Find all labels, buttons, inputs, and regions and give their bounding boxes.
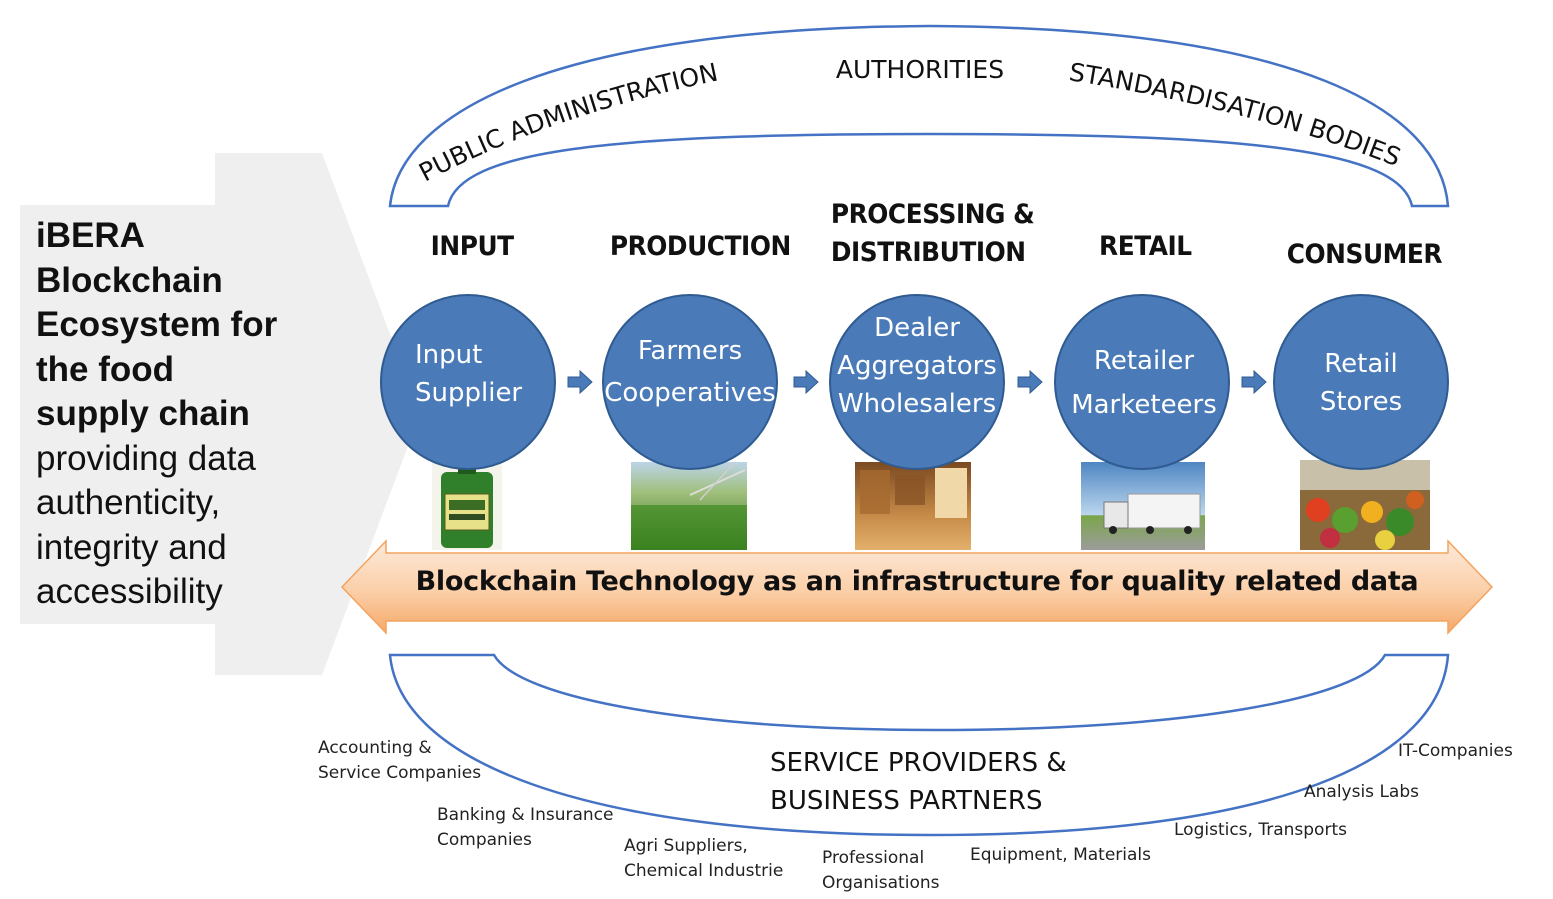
partner-agri-suppliers: Agri Suppliers, Chemical Industrie [624,834,783,884]
circle-farmers-label: Farmers Cooperatives [600,332,780,412]
circle-line: Retail [1324,349,1398,379]
partner-line: Accounting & [318,738,432,758]
bottom-arc [388,653,1450,837]
circle-line: Stores [1319,387,1403,417]
sidebar-description: iBERA Blockchain Ecosystem for the food … [36,214,336,615]
partner-line: Agri Suppliers, [624,836,748,856]
partner-banking: Banking & Insurance Companies [437,803,613,853]
flow-arrow-icon [1017,369,1043,395]
circle-input-supplier-label: Input Supplier [391,336,569,412]
partner-line: Chemical Industrie [624,861,784,881]
sidebar-subtitle-line: providing data [36,438,256,478]
sidebar-subtitle-line: authenticity, [36,483,221,522]
partner-line: Service Companies [318,763,482,783]
stage-circle-farmers-cooperatives [602,294,778,470]
partner-line: IT-Companies [1398,741,1513,761]
partner-line: Companies [437,830,532,850]
partner-line: Organisations [822,873,940,893]
stage-heading-retail: RETAIL [1099,231,1192,262]
circle-line: Farmers [637,336,743,366]
circle-line: Marketeers [1071,390,1217,420]
partner-line: Professional [822,848,925,868]
sidebar-arrow-background [20,153,420,675]
top-arc [388,24,1450,208]
partner-equipment: Equipment, Materials [970,843,1151,868]
stage-circle-retailer-marketeers [1054,294,1230,470]
sidebar-title-line: Blockchain [36,260,223,300]
circle-retailer-label: Retailer Marketeers [1054,342,1234,424]
service-title-line: SERVICE PROVIDERS & [770,748,1067,778]
stage-circle-retail-stores [1273,294,1449,470]
fertilizer-jug-image [432,462,502,550]
sidebar-title-line: iBERA [36,216,145,255]
truck-image [1081,462,1205,550]
partner-logistics: Logistics, Transports [1174,818,1347,843]
partner-analysis-labs: Analysis Labs [1304,780,1419,805]
flow-arrow-icon [793,369,819,395]
partner-line: Equipment, Materials [970,845,1152,865]
circle-line: Supplier [415,378,523,408]
partner-line: Logistics, Transports [1174,820,1347,840]
sidebar-subtitle-line: accessibility [36,572,223,611]
market-stall-image [1300,460,1430,550]
partner-accounting: Accounting & Service Companies [318,736,481,786]
sidebar-title-line: Ecosystem for [36,305,278,344]
circle-dealer-label: Dealer Aggregators Wholesalers [826,309,1008,423]
crop-field-image [631,461,747,550]
standardisation-bodies-label: STANDARDISATION BODIES [1067,57,1405,172]
stage-heading-processing: PROCESSING & DISTRIBUTION [831,196,1035,272]
circle-line: Aggregators [837,351,997,381]
service-providers-title: SERVICE PROVIDERS & BUSINESS PARTNERS [770,744,1067,820]
sidebar-title-line: the food [36,349,175,389]
sidebar-subtitle-line: integrity and [36,527,227,567]
partner-line: Banking & Insurance [437,805,614,825]
sidebar-title-line: supply chain [36,394,250,433]
stage-heading-line: PROCESSING & [830,199,1035,230]
circle-line: Cooperatives [604,378,776,408]
circle-line: Retailer [1093,346,1195,376]
circle-line: Input [415,340,483,370]
stage-circle-input-supplier [380,294,556,470]
circle-line: Dealer [874,313,960,343]
stage-heading-consumer: CONSUMER [1286,239,1443,270]
flow-arrow-icon [567,369,593,395]
service-title-line: BUSINESS PARTNERS [770,786,1043,816]
stage-heading-line: DISTRIBUTION [830,237,1026,268]
public-administration-label: PUBLIC ADMINISTRATION [414,58,720,188]
circle-line: Wholesalers [837,389,997,419]
blockchain-band-label: Blockchain Technology as an infrastructu… [415,566,1419,597]
partner-professional: Professional Organisations [822,846,939,896]
stage-circle-dealer-aggregators [829,294,1005,470]
authorities-label: AUTHORITIES [836,55,1004,84]
partner-line: Analysis Labs [1304,782,1419,802]
circle-retail-stores-label: Retail Stores [1272,345,1450,421]
partner-it-companies: IT-Companies [1398,739,1513,764]
warehouse-image [855,462,971,550]
stage-heading-production: PRODUCTION [609,231,791,262]
stage-heading-input: INPUT [430,231,515,262]
flow-arrow-icon [1241,369,1267,395]
blockchain-band [340,539,1494,635]
